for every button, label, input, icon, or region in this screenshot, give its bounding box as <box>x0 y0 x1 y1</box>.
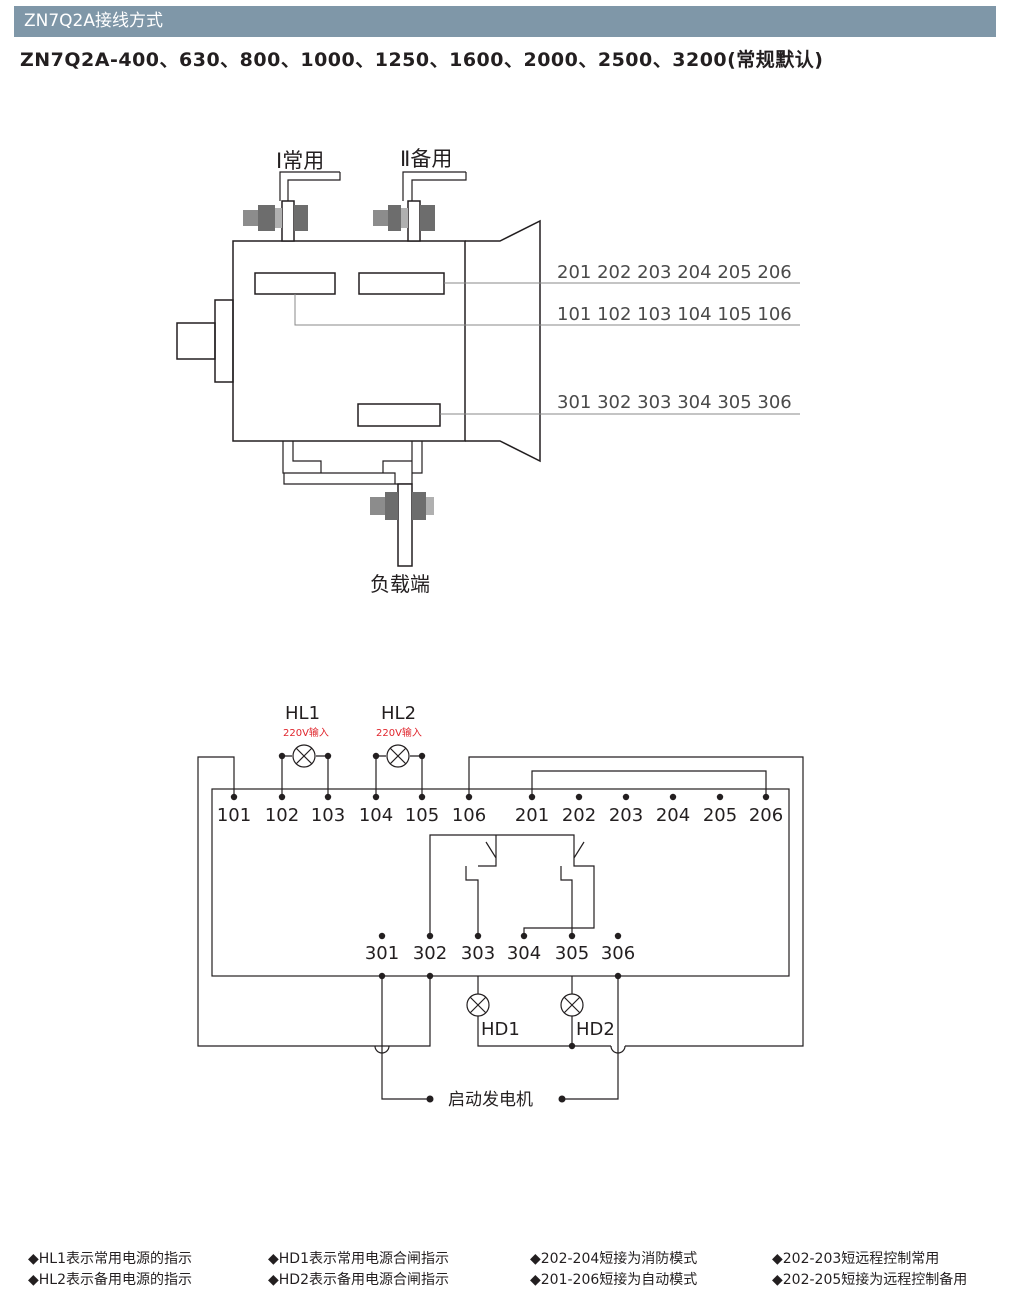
lamp-hl1 <box>292 744 316 768</box>
top-terminal-label: 202 <box>562 805 596 826</box>
hl1-rating: 220V输入 <box>283 726 329 739</box>
note-remote-normal: ◆202-203短远程控制常用 <box>772 1251 940 1267</box>
top-terminal-dot <box>622 793 630 801</box>
bottom-terminal-dot <box>378 932 386 940</box>
hl2-label: HL2 <box>381 703 416 724</box>
note-hl1: ◆HL1表示常用电源的指示 <box>28 1251 193 1267</box>
junction-dots <box>278 752 622 1103</box>
normal-terminal <box>281 200 295 242</box>
terminal-block-300 <box>357 403 441 427</box>
header-title: ZN7Q2A接线方式 <box>24 11 164 31</box>
switch-trumpet <box>465 219 541 463</box>
switch-body <box>232 240 466 442</box>
note-auto-mode: ◆201-206短接为自动模式 <box>530 1272 698 1288</box>
bottom-terminal-dot <box>474 932 482 940</box>
top-terminal-dot <box>465 793 473 801</box>
top-terminal-label: 101 <box>217 805 251 826</box>
hl2-rating: 220V输入 <box>376 726 422 739</box>
lamp-hd2 <box>560 993 584 1017</box>
relay-contacts <box>429 834 595 936</box>
note-hd1: ◆HD1表示常用电源合闸指示 <box>268 1251 449 1267</box>
top-terminal-label: 204 <box>656 805 690 826</box>
lamp-hl2 <box>386 744 410 768</box>
wiring-diagram: Ⅰ常用 Ⅱ备用 负载端 201 202 203 204 205 206 101 … <box>176 147 804 1110</box>
row-300-label: 301 302 303 304 305 306 <box>557 392 792 413</box>
bottom-terminal-dot <box>568 932 576 940</box>
row-100-label: 101 102 103 104 105 106 <box>557 304 792 325</box>
wiring-schematic <box>197 755 804 1100</box>
backup-terminal <box>407 200 421 242</box>
bottom-terminal-label: 304 <box>507 943 541 964</box>
bottom-terminal-dot <box>614 932 622 940</box>
hl1-label: HL1 <box>285 703 320 724</box>
bottom-terminal-label: 305 <box>555 943 589 964</box>
top-terminal-dot <box>372 793 380 801</box>
hd2-label: HD2 <box>576 1019 615 1040</box>
top-terminal-dot <box>762 793 770 801</box>
lamp-hd1 <box>466 993 490 1017</box>
top-terminal-label: 105 <box>405 805 439 826</box>
controller-box <box>211 788 790 977</box>
top-terminal-label: 203 <box>609 805 643 826</box>
top-terminal-label: 201 <box>515 805 549 826</box>
top-terminal-dot <box>575 793 583 801</box>
load-busbar <box>282 441 423 485</box>
top-terminal-dot <box>324 793 332 801</box>
top-terminal-label: 103 <box>311 805 345 826</box>
top-terminal-dot <box>528 793 536 801</box>
backup-busbar <box>402 171 467 201</box>
normal-busbar <box>279 171 341 201</box>
link-201-206 <box>531 770 767 797</box>
top-terminal-dot <box>230 793 238 801</box>
generator-label: 启动发电机 <box>448 1090 533 1110</box>
top-terminal-dot <box>669 793 677 801</box>
note-hd2: ◆HD2表示备用电源合闸指示 <box>268 1272 449 1288</box>
top-terminal-row: 101 102 103 104 105 106 201 202 203 204 205 206 <box>217 793 783 826</box>
bottom-terminal-label: 302 <box>413 943 447 964</box>
bottom-terminal-dot <box>520 932 528 940</box>
bottom-terminal-label: 306 <box>601 943 635 964</box>
switch-drawing <box>176 171 541 567</box>
bottom-terminal-label: 303 <box>461 943 495 964</box>
top-terminal-label: 102 <box>265 805 299 826</box>
note-fire-mode: ◆202-204短接为消防模式 <box>530 1251 698 1267</box>
top-terminal-dot <box>418 793 426 801</box>
bolt-icon <box>243 205 308 231</box>
load-label: 负载端 <box>370 572 430 596</box>
bottom-terminal-dot <box>426 932 434 940</box>
header-bar: ZN7Q2A接线方式 <box>14 6 996 37</box>
bolts <box>243 205 435 520</box>
row-200-label: 201 202 203 204 205 206 <box>557 262 792 283</box>
leader-lines <box>294 282 800 415</box>
wire-101-302 <box>197 756 431 1047</box>
bottom-terminal-label: 301 <box>365 943 399 964</box>
top-terminal-label: 104 <box>359 805 393 826</box>
switch-handle <box>176 322 216 360</box>
bottom-terminal-row: 301 302 303 304 305 306 <box>365 932 635 964</box>
wire-106-outer <box>468 756 804 1047</box>
bolt-icon <box>373 205 435 231</box>
hd1-label: HD1 <box>481 1019 520 1040</box>
bolt-icon <box>370 492 434 520</box>
top-terminal-dot <box>716 793 724 801</box>
backup-label: Ⅱ备用 <box>400 147 452 171</box>
note-hl2: ◆HL2表示备用电源的指示 <box>28 1272 193 1288</box>
notes: ◆HL1表示常用电源的指示 ◆HL2表示备用电源的指示 ◆HD1表示常用电源合闸… <box>0 1250 1010 1295</box>
wire-outer-hd <box>477 1016 611 1047</box>
switch-side-plate <box>214 299 234 383</box>
wire-306-gen <box>562 976 619 1100</box>
top-terminal-dot <box>278 793 286 801</box>
top-terminal-label: 106 <box>452 805 486 826</box>
top-terminal-label: 205 <box>703 805 737 826</box>
top-terminal-label: 206 <box>749 805 783 826</box>
wire-301-gen <box>381 976 430 1100</box>
load-terminal <box>397 483 413 567</box>
normal-label: Ⅰ常用 <box>276 149 324 173</box>
note-remote-backup: ◆202-205短接为远程控制备用 <box>772 1272 968 1288</box>
model-list-title: ZN7Q2A-400、630、800、1000、1250、1600、2000、2… <box>20 49 824 71</box>
